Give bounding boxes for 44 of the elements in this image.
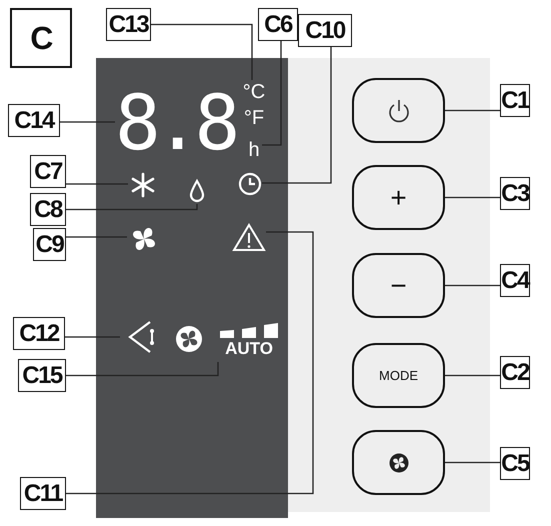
- leader-line: [66, 362, 219, 376]
- callout-number: C11: [20, 477, 66, 510]
- callout-number: C10: [298, 14, 352, 47]
- callout-number: C5: [500, 447, 530, 480]
- callout-number: C3: [500, 177, 530, 210]
- callout-number: C15: [18, 359, 66, 392]
- unit-label: °F: [242, 106, 266, 130]
- callout-number: C7: [30, 155, 66, 188]
- drop-icon: [188, 178, 206, 204]
- plus-button: +: [352, 165, 445, 230]
- leader-line: [445, 284, 500, 286]
- clock-icon: [238, 172, 262, 196]
- callout-number: C9: [33, 228, 66, 261]
- callout-number: C13: [106, 8, 151, 41]
- leader-line: [66, 231, 314, 494]
- callout-number: C4: [500, 264, 530, 297]
- leader-line: [445, 110, 500, 112]
- leader-line: [66, 183, 128, 185]
- leader-line: [65, 336, 120, 338]
- unit-label: h: [246, 136, 262, 164]
- leader-line: [66, 236, 127, 238]
- leader-line: [262, 47, 332, 184]
- leader-line: [445, 196, 500, 198]
- leader-line: [445, 374, 500, 376]
- leader-line: [445, 462, 500, 464]
- temperature-display: 8.8: [115, 78, 240, 166]
- callout-number: C8: [30, 193, 66, 226]
- callout-number: C6: [258, 8, 298, 41]
- leader-line: [262, 41, 282, 146]
- panel-label: C: [10, 8, 72, 68]
- leader-line: [151, 24, 253, 80]
- callout-number: C12: [13, 317, 65, 350]
- unit-label: °C: [242, 80, 266, 104]
- leader-line: [66, 204, 198, 210]
- warning-icon: [232, 222, 266, 252]
- callout-number: C1: [500, 84, 530, 117]
- power-button: [352, 78, 445, 143]
- fan-button: [352, 430, 445, 495]
- leader-line: [60, 121, 115, 123]
- mode-button: MODE: [352, 343, 445, 408]
- callout-number: C14: [8, 104, 60, 137]
- minus-button: −: [352, 253, 445, 318]
- callout-number: C2: [500, 356, 530, 389]
- auto-label: AUTO: [225, 339, 273, 359]
